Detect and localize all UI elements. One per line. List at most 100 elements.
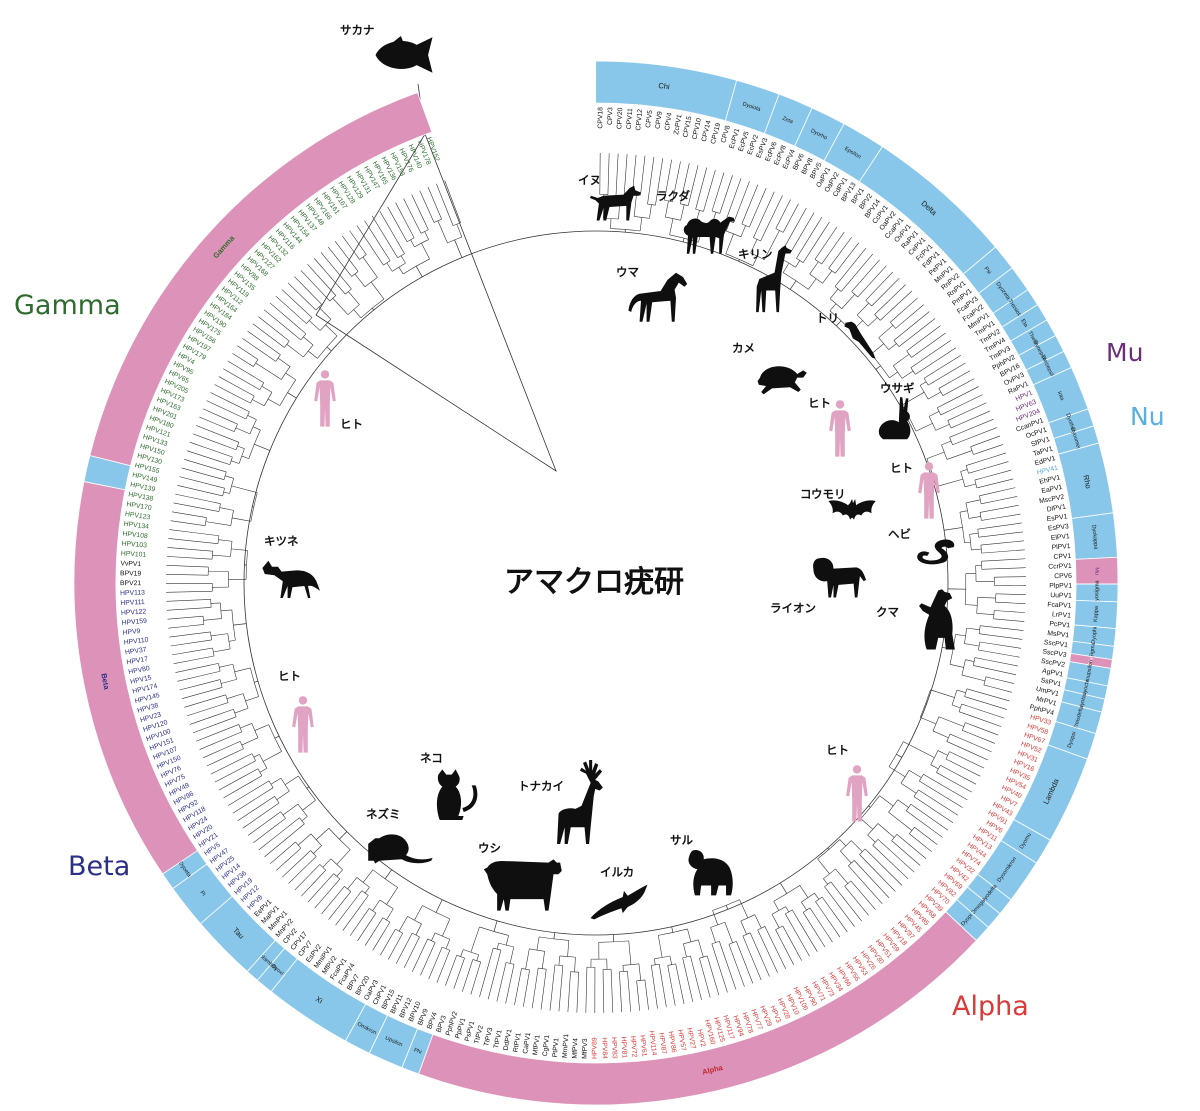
tree-branch bbox=[522, 981, 528, 1007]
tree-branch bbox=[166, 574, 196, 576]
bat-silhouette-icon bbox=[828, 499, 876, 520]
tree-branch bbox=[247, 330, 262, 342]
tree-branch bbox=[949, 733, 959, 738]
tree-branch bbox=[232, 800, 253, 814]
tree-branch bbox=[936, 478, 963, 488]
tree-branch bbox=[170, 520, 199, 525]
tree-branch bbox=[702, 969, 711, 998]
tree-branch bbox=[627, 979, 632, 1012]
clade-label-xi: Xi bbox=[314, 994, 325, 1005]
tree-branch bbox=[567, 980, 571, 1013]
tree-branch bbox=[812, 216, 823, 232]
tree-branch bbox=[782, 218, 791, 233]
tree-branch bbox=[865, 290, 876, 301]
tree-branch bbox=[896, 753, 902, 758]
tree-branch bbox=[211, 687, 223, 691]
tree-branch bbox=[186, 705, 219, 717]
tree-branch bbox=[212, 554, 231, 557]
tree-branch bbox=[802, 912, 811, 925]
dog-silhouette-icon bbox=[589, 185, 641, 221]
tree-branch bbox=[342, 907, 360, 931]
leaf-label: CPV8 bbox=[720, 125, 732, 144]
leaf-label: HPV123 bbox=[124, 511, 150, 522]
host-label-human5: ヒト bbox=[826, 743, 849, 757]
tree-branch bbox=[540, 981, 545, 1010]
tree-arc bbox=[977, 529, 980, 538]
tree-branch bbox=[395, 943, 407, 964]
tree-branch bbox=[168, 538, 205, 543]
leaf-label: HPV57 bbox=[676, 1029, 687, 1052]
tree-branch bbox=[890, 317, 896, 323]
tree-branch bbox=[980, 625, 998, 628]
host-label-reindeer: トナカイ bbox=[518, 779, 564, 793]
tree-branch bbox=[169, 633, 199, 638]
tree-branch bbox=[218, 539, 233, 542]
tree-branch bbox=[965, 659, 975, 662]
tree-branch bbox=[237, 801, 267, 822]
fish-silhouette-icon bbox=[375, 36, 433, 73]
tree-branch bbox=[877, 860, 903, 886]
tree-branch bbox=[965, 499, 981, 504]
tree-branch bbox=[711, 943, 717, 959]
tree-branch bbox=[334, 281, 346, 295]
tree-branch bbox=[773, 901, 780, 911]
tree-branch bbox=[814, 893, 820, 900]
tree-branch bbox=[1004, 567, 1026, 569]
tree-arc bbox=[974, 479, 978, 489]
tree-branch bbox=[444, 180, 456, 209]
tree-branch bbox=[370, 912, 377, 921]
tree-branch bbox=[672, 189, 676, 202]
leaf-label: HPV2 bbox=[695, 1029, 706, 1048]
leaf-label: FcaPV1 bbox=[1047, 601, 1072, 609]
tree-branch bbox=[687, 185, 694, 206]
tree-branch bbox=[989, 549, 1025, 553]
tree-branch bbox=[230, 438, 240, 443]
tree-branch bbox=[414, 905, 423, 921]
tree-arc bbox=[529, 948, 545, 952]
tree-branch bbox=[196, 730, 224, 742]
tree-arc bbox=[603, 218, 619, 220]
tree-branch bbox=[705, 169, 716, 205]
tree-branch bbox=[569, 971, 571, 981]
tree-branch bbox=[994, 610, 1004, 612]
tree-branch bbox=[888, 766, 906, 778]
leaf-label: CPV20 bbox=[616, 107, 624, 129]
host-label-camel: ラクダ bbox=[656, 189, 691, 203]
tree-branch bbox=[415, 265, 423, 278]
tree-branch bbox=[997, 627, 1024, 631]
tree-branch bbox=[261, 802, 280, 816]
tree-arc bbox=[802, 907, 811, 913]
tree-arc bbox=[479, 926, 509, 936]
tree-branch bbox=[755, 944, 770, 977]
tree-branch bbox=[952, 437, 971, 446]
tree-arc bbox=[281, 366, 291, 380]
tree-branch bbox=[987, 668, 1017, 676]
tree-branch bbox=[287, 392, 297, 399]
tree-branch bbox=[641, 155, 646, 183]
tree-branch bbox=[877, 839, 891, 851]
tree-branch bbox=[939, 355, 961, 369]
tree-branch bbox=[210, 757, 245, 775]
tree-branch bbox=[878, 325, 894, 338]
host-label-fish: サカナ bbox=[340, 23, 375, 37]
tree-branch bbox=[871, 299, 878, 307]
tree-arc bbox=[433, 218, 442, 223]
tree-arc bbox=[726, 230, 741, 238]
tree-branch bbox=[821, 896, 832, 911]
leaf-label: SscPV3 bbox=[1042, 648, 1067, 659]
clade-label-dyosigma: Dyosigma bbox=[1094, 579, 1100, 605]
leaf-label: VvPV1 bbox=[120, 560, 141, 568]
tree-arc bbox=[872, 839, 879, 846]
tree-branch bbox=[960, 402, 987, 415]
tree-branch bbox=[640, 182, 643, 196]
tree-branch bbox=[220, 461, 230, 465]
tree-branch bbox=[856, 302, 869, 316]
tree-branch bbox=[476, 954, 479, 961]
tree-branch bbox=[270, 777, 282, 785]
tree-branch bbox=[364, 220, 379, 242]
tree-branch bbox=[749, 213, 756, 228]
tree-branch bbox=[318, 306, 332, 320]
leaf-label: HPV111 bbox=[120, 599, 145, 607]
tree-branch bbox=[1006, 602, 1026, 604]
tree-branch bbox=[821, 252, 830, 265]
